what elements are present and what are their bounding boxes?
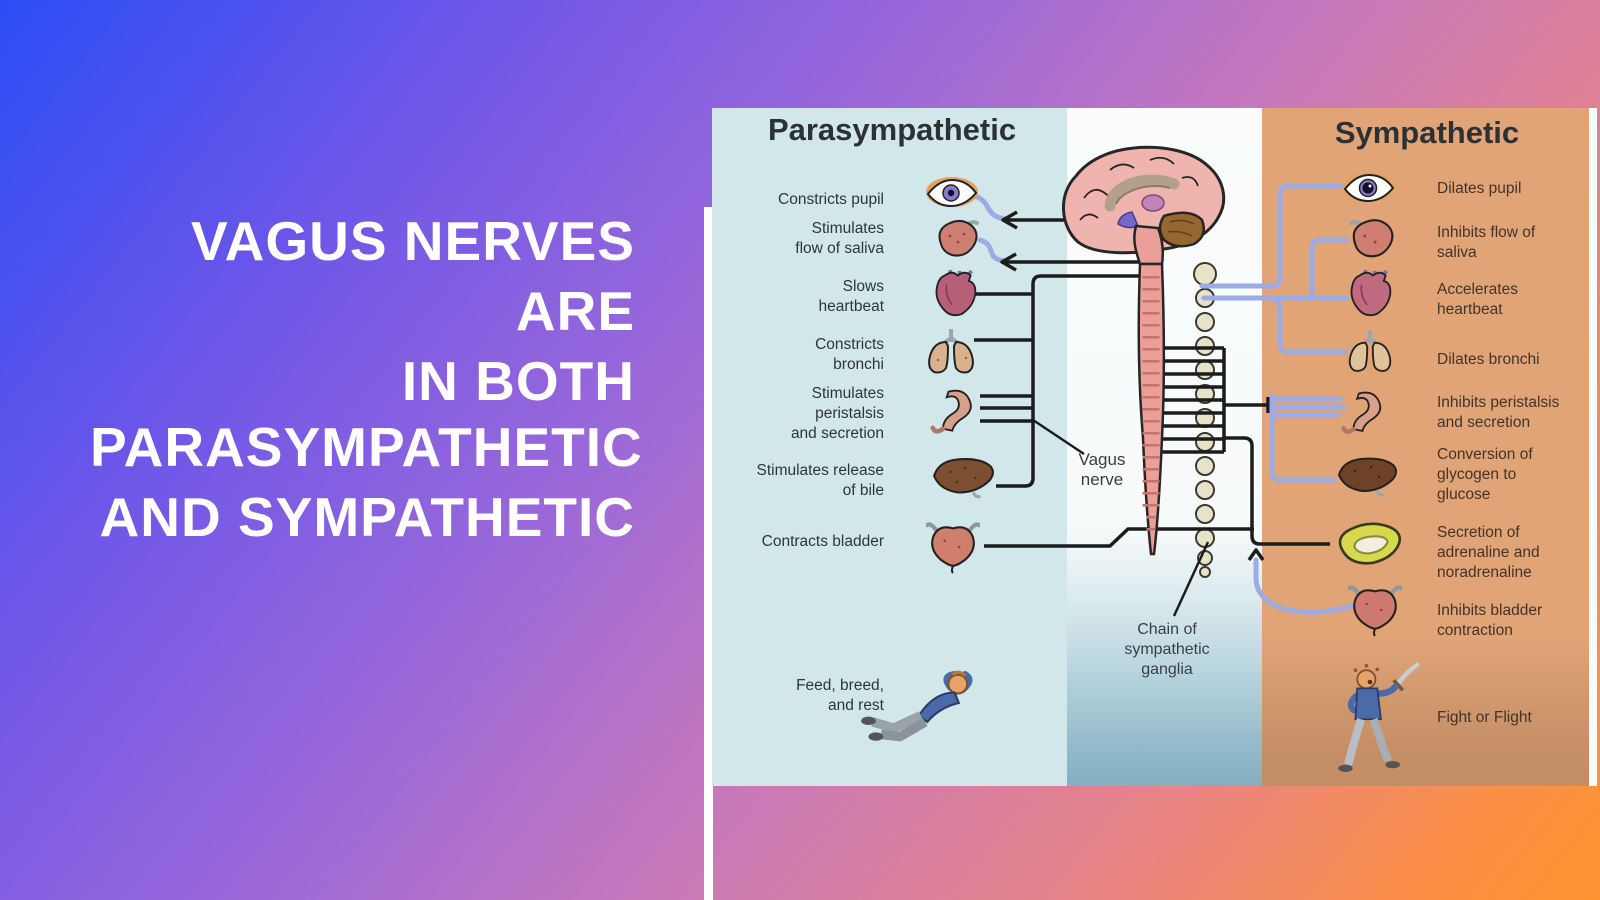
- bladder-icon: [926, 522, 980, 574]
- sympathetic-blue-lines: [1199, 183, 1355, 615]
- label-accelerates-heartbeat: Accelerates heartbeat: [1437, 281, 1518, 318]
- brain-illustration: [1062, 145, 1226, 255]
- stomach-icon: [1341, 391, 1382, 434]
- vagus-nerve-lines: [970, 210, 1254, 548]
- lungs-icon: [928, 329, 974, 374]
- heart-icon: [935, 269, 977, 317]
- eye-icon: [926, 177, 978, 208]
- label-dilates-bronchi: Dilates bronchi: [1437, 351, 1540, 368]
- label-stimulates-peristalsis: Stimulates peristalsis and secretion: [790, 385, 884, 442]
- label-inhibits-saliva: Inhibits flow of saliva: [1437, 224, 1536, 261]
- label-dilates-pupil: Dilates pupil: [1437, 180, 1522, 197]
- parasympathetic-blue-lines: [972, 193, 1008, 264]
- stomach-icon: [930, 389, 972, 434]
- label-constricts-pupil: Constricts pupil: [778, 191, 884, 208]
- bladder-icon: [1348, 585, 1402, 637]
- liver-icon: [933, 458, 994, 499]
- eye-icon: [1343, 172, 1395, 203]
- fighting-person-icon: [1338, 662, 1420, 772]
- label-inhibits-peristalsis: Inhibits peristalsis and secretion: [1437, 394, 1560, 431]
- sympathetic-header: Sympathetic: [1334, 115, 1520, 150]
- slide-heading-line2: PARASYMPATHETIC AND SYMPATHETIC: [90, 416, 643, 548]
- label-feed-breed-rest: Feed, breed, and rest: [796, 677, 884, 714]
- sympathetic-panel: [1262, 108, 1589, 786]
- spinal-cord-illustration: [1133, 224, 1166, 556]
- adrenal-gland-icon: [1338, 522, 1402, 565]
- label-contracts-bladder: Contracts bladder: [761, 533, 884, 550]
- label-inhibits-bladder: Inhibits bladder contraction: [1437, 602, 1543, 639]
- sympathetic-black-lines: [1160, 346, 1330, 617]
- label-glycogen-glucose: Conversion of glycogen to glucose: [1437, 446, 1533, 503]
- slide-heading-line1: VAGUS NERVES ARE IN BOTH: [191, 210, 635, 412]
- label-vagus-nerve: Vagus nerve: [1078, 450, 1126, 489]
- liver-icon: [1337, 457, 1397, 497]
- label-sympathetic-ganglia: Chain of sympathetic ganglia: [1124, 621, 1210, 678]
- label-slows-heartbeat: Slows heartbeat: [818, 278, 885, 315]
- heart-icon: [1350, 269, 1392, 317]
- panel-shadow: [1262, 108, 1589, 786]
- nerve-pathways-graphic: [970, 145, 1355, 617]
- label-adrenaline-secretion: Secretion of adrenaline and noradrenalin…: [1437, 524, 1540, 581]
- label-fight-or-flight: Fight or Flight: [1437, 709, 1532, 726]
- resting-person-icon: [861, 670, 973, 742]
- label-stimulates-saliva: Stimulates flow of saliva: [795, 220, 884, 257]
- label-stimulates-bile: Stimulates release of bile: [756, 462, 884, 499]
- parasympathetic-header: Parasympathetic: [767, 112, 1017, 147]
- vertical-divider-line: [704, 207, 713, 900]
- label-constricts-bronchi: Constricts bronchi: [815, 336, 884, 373]
- lungs-icon: [1348, 330, 1392, 372]
- figure-right-border: [1589, 108, 1597, 786]
- salivary-gland-icon: [938, 220, 979, 257]
- nervous-system-diagram: Parasympathetic Sympathetic Constricts p…: [712, 108, 1589, 786]
- salivary-gland-icon: [1349, 219, 1394, 258]
